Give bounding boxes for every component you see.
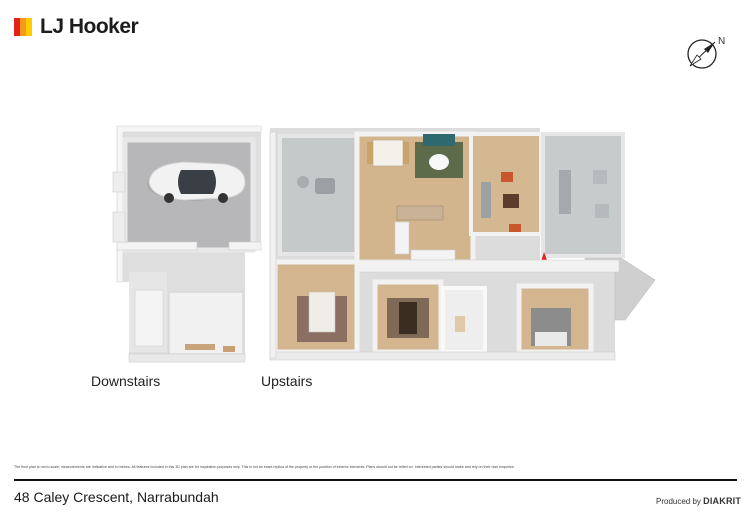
produced-by-label: Produced by	[656, 497, 701, 506]
disclaimer-text: The floor plan is not to scale; measurem…	[14, 465, 515, 469]
level-label-downstairs: Downstairs	[91, 373, 161, 389]
compass-icon	[687, 39, 717, 69]
car-icon	[147, 161, 246, 203]
upstairs-plan	[269, 128, 656, 361]
producer-credit: Produced by DIAKRIT	[656, 496, 741, 506]
brand-logo: LJ Hooker	[14, 14, 139, 40]
brand-name: LJ Hooker	[40, 15, 139, 38]
property-address: 48 Caley Crescent, Narrabundah	[14, 489, 219, 505]
footer-divider	[14, 479, 737, 481]
level-label-upstairs: Upstairs	[261, 373, 313, 389]
floor-plan-illustration	[112, 125, 656, 363]
downstairs-plan	[112, 125, 262, 363]
producer-name: DIAKRIT	[703, 496, 742, 506]
compass-north-label: N	[718, 36, 726, 47]
logo-mark-icon	[14, 18, 34, 36]
